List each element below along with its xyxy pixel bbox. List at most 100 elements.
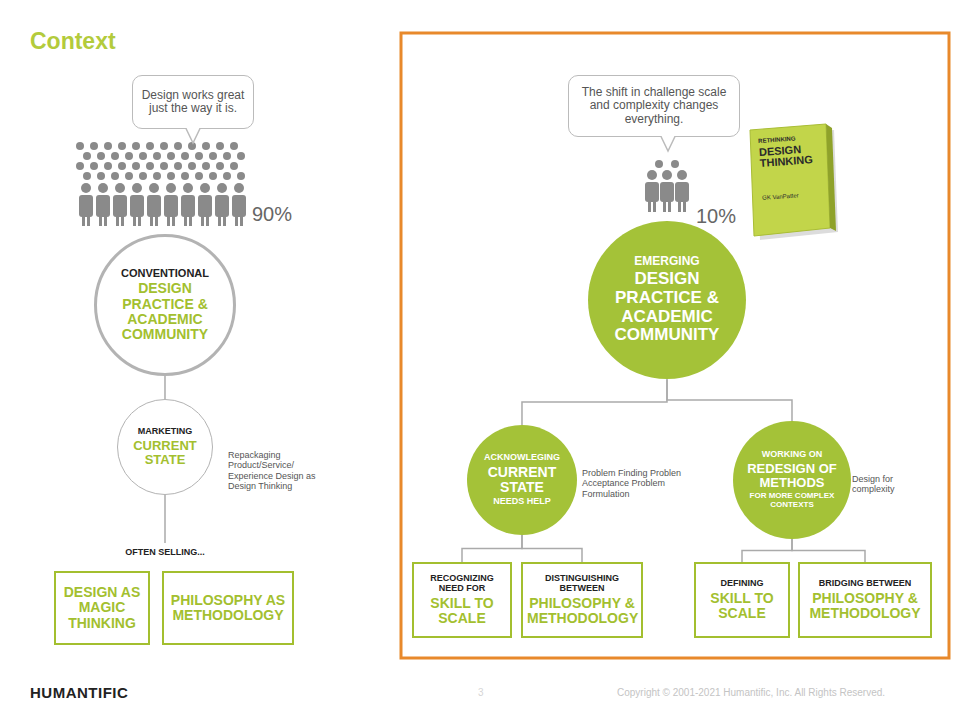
node-text: CURRENT STATE — [127, 439, 203, 468]
focus-circle: ACKNOWLEGINGCURRENT STATENEEDS HELP — [467, 425, 577, 535]
percent-label: 10% — [696, 205, 736, 228]
person-head — [167, 172, 175, 180]
book-title-block: RETHINKING DESIGN THINKING GK VanPatter — [758, 134, 826, 202]
person-leg — [155, 214, 158, 226]
percent-label: 90% — [252, 203, 292, 226]
person-head — [98, 183, 108, 193]
node-text: BRIDGING BETWEEN — [804, 579, 926, 589]
person-body — [79, 195, 93, 217]
outcome-box: DEFININGSKILL TO SCALE — [694, 562, 790, 638]
person-head — [83, 172, 91, 180]
node-text-block: Design works great just the way it is. — [138, 89, 248, 115]
person-head — [149, 183, 159, 193]
person-head — [146, 142, 154, 150]
person-head — [223, 172, 231, 180]
node-text-block: ACKNOWLEGINGCURRENT STATENEEDS HELP — [480, 453, 564, 508]
person-leg — [189, 214, 192, 226]
node-text: DISTINGUISHING BETWEEN — [527, 574, 637, 594]
outcome-box: RECOGNIZING NEED FORSKILL TO SCALE — [412, 562, 512, 638]
brand-name: HUMANTIFIC — [30, 684, 128, 701]
person-body — [96, 195, 110, 217]
node-text: SKILL TO SCALE — [418, 596, 506, 627]
node-text: SKILL TO SCALE — [700, 591, 784, 622]
person-head — [181, 152, 189, 160]
book-spine — [826, 124, 836, 231]
person-head — [230, 142, 238, 150]
person-leg — [668, 200, 671, 212]
person-head — [125, 172, 133, 180]
person-leg — [172, 214, 175, 226]
person-leg — [104, 214, 107, 226]
person-head — [677, 170, 687, 180]
connector-line — [462, 535, 522, 562]
person-head — [111, 172, 119, 180]
node-text-block: WORKING ONREDESIGN OF METHODSFOR MORE CO… — [747, 450, 837, 510]
people-icon — [645, 160, 689, 212]
node-text: RECOGNIZING NEED FOR — [418, 574, 506, 594]
node-text-block: CONVENTIONAL DESIGN PRACTICE & ACADEMIC C… — [111, 267, 219, 343]
person-head — [160, 162, 168, 170]
book-illustration — [750, 124, 838, 240]
leader-line — [164, 492, 166, 543]
speech-bubble: Design works great just the way it is. — [132, 75, 254, 129]
bubble-tail-fill — [661, 135, 675, 151]
person-head — [125, 152, 133, 160]
person-head — [83, 152, 91, 160]
person-head — [132, 142, 140, 150]
person-head — [139, 152, 147, 160]
person-leg — [653, 200, 656, 212]
node-text-block: RECOGNIZING NEED FORSKILL TO SCALE — [418, 574, 506, 627]
person-head — [90, 162, 98, 170]
person-head — [97, 152, 105, 160]
community-circle: CONVENTIONAL DESIGN PRACTICE & ACADEMIC C… — [94, 234, 236, 376]
person-body — [675, 182, 689, 202]
node-text: REDESIGN OF METHODS — [747, 462, 837, 491]
bubble-tail-outline — [186, 129, 200, 144]
person-head — [183, 183, 193, 193]
node-text-block: DESIGN AS MAGIC THINKING — [60, 585, 144, 631]
node-text: DESIGN AS MAGIC THINKING — [60, 585, 144, 631]
side-note: Problem Finding Problen Acceptance Probl… — [582, 468, 682, 499]
person-body — [130, 195, 144, 217]
person-head — [81, 183, 91, 193]
person-head — [209, 172, 217, 180]
person-leg — [663, 200, 666, 212]
bubble-tail — [183, 127, 203, 145]
person-body — [645, 182, 659, 202]
node-text: NEEDS HELP — [480, 497, 564, 507]
person-head — [671, 160, 679, 168]
person-leg — [99, 214, 102, 226]
connector-line — [667, 379, 792, 421]
focus-circle: WORKING ONREDESIGN OF METHODSFOR MORE CO… — [733, 421, 851, 539]
side-note: Repackaging Product/Service/ Experience … — [228, 450, 324, 491]
person-body — [181, 195, 195, 217]
person-head — [202, 142, 210, 150]
community-circle: EMERGINGDESIGN PRACTICE & ACADEMIC COMMU… — [588, 221, 746, 379]
node-text-block: PHILOSOPHY AS METHODOLOGY — [168, 593, 288, 624]
person-head — [139, 172, 147, 180]
person-head — [90, 142, 98, 150]
person-leg — [184, 214, 187, 226]
node-text: CONVENTIONAL — [111, 267, 219, 279]
person-body — [113, 195, 127, 217]
speech-bubble: The shift in challenge scale and complex… — [568, 75, 740, 137]
person-leg — [240, 214, 243, 226]
node-text: Design works great just the way it is. — [138, 89, 248, 115]
person-head — [111, 152, 119, 160]
connector-line — [522, 379, 667, 425]
page-number: 3 — [478, 687, 484, 699]
copyright-note: Copyright © 2001-2021 Humantific, Inc. A… — [617, 687, 885, 699]
person-head — [217, 183, 227, 193]
person-head — [195, 172, 203, 180]
person-head — [153, 152, 161, 160]
person-leg — [167, 214, 170, 226]
node-text: DESIGN PRACTICE & ACADEMIC COMMUNITY — [608, 270, 726, 345]
person-head — [223, 152, 231, 160]
node-text: DESIGN PRACTICE & ACADEMIC COMMUNITY — [111, 281, 219, 343]
person-leg — [235, 214, 238, 226]
crowd-icon — [76, 142, 246, 226]
person-head — [237, 152, 245, 160]
person-leg — [683, 200, 686, 212]
node-text-block: BRIDGING BETWEENPHILOSOPHY & METHODOLOGY — [804, 579, 926, 622]
person-head — [188, 142, 196, 150]
